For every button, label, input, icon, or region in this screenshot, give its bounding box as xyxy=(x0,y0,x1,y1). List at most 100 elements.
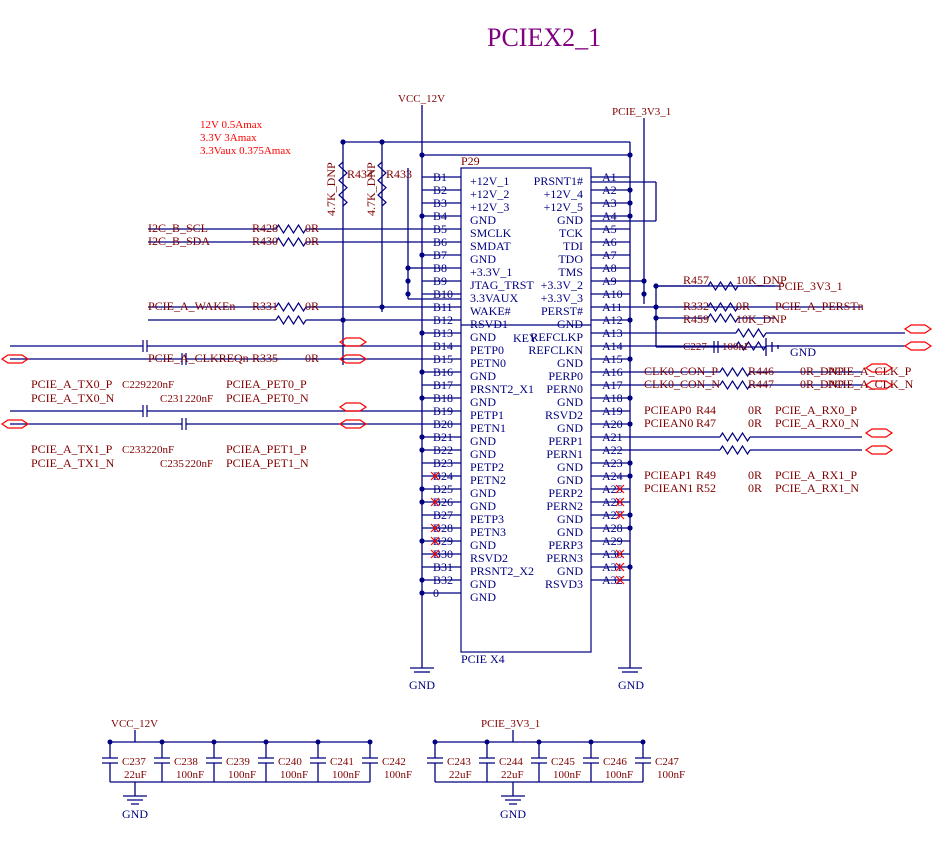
decap-ref: C242 xyxy=(382,756,406,768)
pin-number-b: B21 xyxy=(433,430,453,444)
junction-dot xyxy=(588,739,594,745)
decap-symbol xyxy=(362,757,378,764)
ref-r430: R430 xyxy=(252,234,278,248)
pin-number-a: A7 xyxy=(602,248,617,262)
decap-value: 100nF xyxy=(553,769,581,781)
decap-symbol xyxy=(310,757,326,764)
resistor-symbol xyxy=(707,280,739,292)
ref-r447: R447 xyxy=(748,377,774,391)
no-connect-mark xyxy=(615,575,625,585)
net-tx0p: PCIE_A_TX0_P xyxy=(31,377,113,391)
junction-dot xyxy=(627,152,633,158)
junction-dot xyxy=(419,434,425,440)
val-r47: 0R xyxy=(748,416,762,430)
offpage-port xyxy=(903,341,933,351)
no-connect-mark xyxy=(615,497,625,507)
no-connect-mark xyxy=(615,510,625,520)
junction-dot xyxy=(419,486,425,492)
pin-name-b: GND xyxy=(470,369,496,383)
pin-name-b: GND xyxy=(470,395,496,409)
capacitor-symbol xyxy=(142,340,148,352)
pin-name-b: PRSNT2_X2 xyxy=(470,564,534,578)
offpage-port xyxy=(903,324,933,334)
decap-value: 100nF xyxy=(280,769,308,781)
pin-number-b: B5 xyxy=(433,222,447,236)
net-clkreq: PCIE_A_CLKREQn xyxy=(148,351,249,365)
no-connect-mark xyxy=(430,497,440,507)
resistor-symbol xyxy=(735,340,767,352)
pin-number-b: B24 xyxy=(433,469,453,483)
pin-number-a: A22 xyxy=(602,443,623,457)
junction-dot xyxy=(627,395,633,401)
pin-name-a: GND xyxy=(557,564,583,578)
pin-number-a: A30 xyxy=(602,547,623,561)
junction-dot xyxy=(419,213,425,219)
val-r49: 0R xyxy=(748,468,762,482)
net-rx0p: PCIE_A_RX0_P xyxy=(775,403,857,417)
junction-dot xyxy=(419,152,425,158)
pin-number-b: B8 xyxy=(433,261,447,275)
net-rx1p: PCIE_A_RX1_P xyxy=(775,468,857,482)
val-c229: 220nF xyxy=(146,379,174,391)
connector-ref: P29 xyxy=(461,154,480,168)
pin-number-a: A19 xyxy=(602,404,623,418)
pin-name-b: RSVD2 xyxy=(470,551,508,565)
ref-r433: R433 xyxy=(386,167,412,181)
pin-number-a: A31 xyxy=(602,560,623,574)
pin-number-b: B2 xyxy=(433,183,447,197)
pin-number-b: B22 xyxy=(433,443,453,457)
junction-dot xyxy=(379,139,385,145)
decap-symbol xyxy=(531,757,547,764)
pin-number-a: A11 xyxy=(602,300,622,314)
junction-dot xyxy=(107,739,113,745)
pin-name-b: WAKE# xyxy=(470,304,511,318)
offpage-port xyxy=(338,419,368,429)
offpage-port xyxy=(338,354,368,364)
net-tx1n: PCIE_A_TX1_N xyxy=(31,456,115,470)
pin-name-b: GND xyxy=(470,252,496,266)
pin-name-a: RSVD3 xyxy=(545,577,583,591)
pin-number-a: A20 xyxy=(602,417,623,431)
pin-number-b: B11 xyxy=(433,300,453,314)
ref-r331: R331 xyxy=(252,299,278,313)
net-pet0n: PCIEA_PET0_N xyxy=(226,391,309,405)
decap-value: 22uF xyxy=(449,769,472,781)
no-connect-mark xyxy=(430,549,440,559)
pin-name-a: GND xyxy=(557,356,583,370)
gnd-label-right: GND xyxy=(618,678,644,692)
junction-dot xyxy=(627,213,633,219)
val-r446: 0R_DNP xyxy=(800,364,844,378)
val-c233: 220nF xyxy=(146,444,174,456)
pin-number-a: A15 xyxy=(602,352,623,366)
junction-dot xyxy=(627,473,633,479)
pin-name-b: +12V_1 xyxy=(470,174,509,188)
pin-name-b: GND xyxy=(470,499,496,513)
pin-number-b: B20 xyxy=(433,417,453,431)
power-note-2: 3.3V 3Amax xyxy=(200,132,257,144)
pin-number-a: A16 xyxy=(602,365,623,379)
connector-part: PCIE X4 xyxy=(461,652,505,666)
pin-name-b: JTAG_TRST xyxy=(470,278,534,292)
val-r447: 0R_DNP xyxy=(800,377,844,391)
junction-dot xyxy=(419,330,425,336)
pin-name-b: GND xyxy=(470,538,496,552)
pin-name-b: PETP2 xyxy=(470,460,504,474)
sheet-title: PCIEX2_1 xyxy=(487,23,601,52)
offpage-port xyxy=(0,354,30,364)
net-perst: PCIE_A_PERSTn xyxy=(775,299,864,313)
junction-dot xyxy=(627,317,633,323)
pin-number-b: B13 xyxy=(433,326,453,340)
junction-dot xyxy=(627,525,633,531)
junction-dot xyxy=(419,447,425,453)
pin-name-a: TCK xyxy=(559,226,583,240)
decap-ref: C246 xyxy=(603,756,627,768)
ref-c229: C229 xyxy=(122,379,146,391)
no-connect-mark xyxy=(430,523,440,533)
offpage-port xyxy=(864,363,894,373)
net-clk0n: CLK0_CON_N xyxy=(644,377,720,391)
junction-dot xyxy=(367,739,373,745)
pin-name-a: +12V_5 xyxy=(544,200,583,214)
no-connect-mark xyxy=(615,484,625,494)
junction-dot xyxy=(627,200,633,206)
